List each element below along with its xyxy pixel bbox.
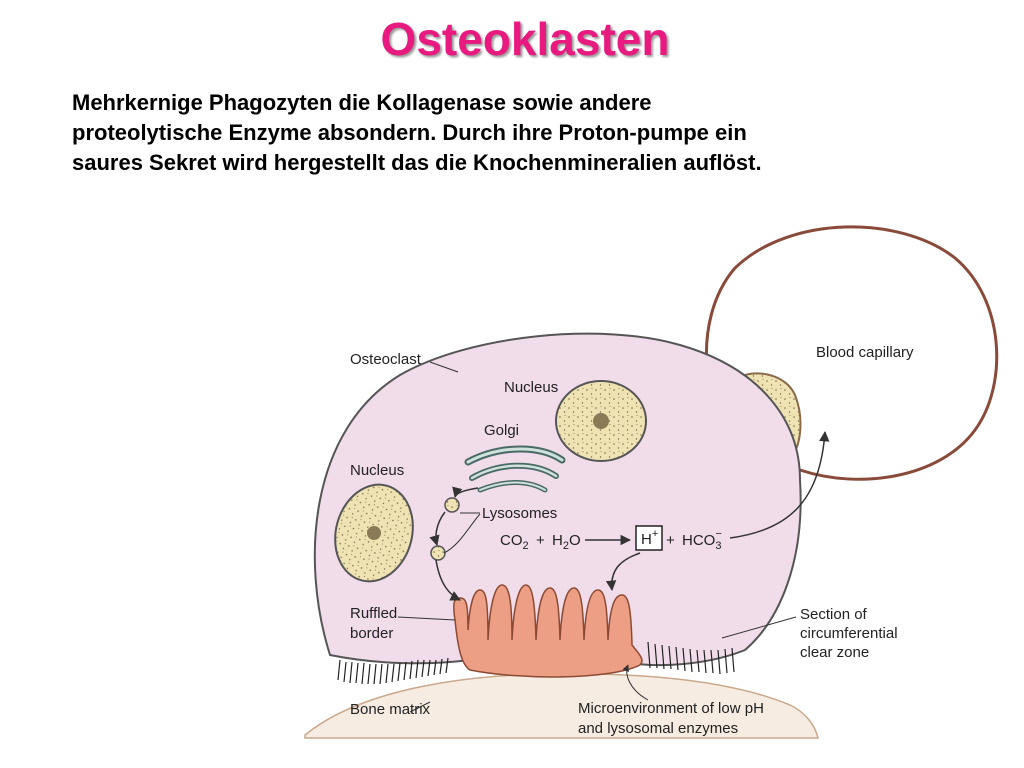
label-bone-matrix: Bone matrix: [350, 701, 431, 718]
eq-plus-1: +: [536, 532, 545, 549]
label-clear-zone-2: circumferential: [800, 625, 898, 642]
lysosome-1: [444, 497, 460, 513]
label-ruffled-border-1: Ruffled: [350, 605, 397, 622]
bone-matrix: [304, 672, 819, 739]
reaction-equation: CO2 + H2O H+ + HCO3−: [500, 528, 722, 552]
slide-description: Mehrkernige Phagozyten die Kollagenase s…: [72, 88, 972, 178]
label-microenvironment-2: and lysosomal enzymes: [578, 720, 738, 737]
golgi-inner: [466, 447, 564, 491]
eq-plus-2: +: [666, 532, 675, 549]
arrows: [429, 430, 830, 601]
label-nucleus-left: Nucleus: [350, 462, 404, 479]
label-clear-zone-3: clear zone: [800, 644, 869, 661]
slide-title: Osteoklasten: [380, 13, 670, 65]
eq-h2o: H2O: [552, 532, 581, 552]
clear-zone-fringe-left: [337, 657, 449, 685]
eq-hco3: HCO3−: [682, 528, 722, 552]
lysosome-2: [430, 545, 446, 561]
eq-proton: H+: [641, 528, 658, 548]
clear-zone-fringe-right: [647, 641, 735, 675]
label-microenvironment-1: Microenvironment of low pH: [578, 700, 764, 717]
nucleolus-top: [593, 413, 609, 429]
ruffled-border: [453, 584, 643, 678]
nucleolus-left: [367, 526, 381, 540]
description-line-2: proteolytische Enzyme absondern. Durch i…: [72, 120, 747, 145]
description-line-3: saures Sekret wird hergestellt das die K…: [72, 150, 762, 175]
label-osteoclast: Osteoclast: [350, 351, 422, 368]
description-line-1: Mehrkernige Phagozyten die Kollagenase s…: [72, 90, 652, 115]
label-clear-zone-1: Section of: [800, 606, 868, 623]
label-lysosomes: Lysosomes: [482, 505, 557, 522]
leader-lines: [397, 361, 797, 713]
label-ruffled-border-2: border: [350, 625, 393, 642]
label-blood-capillary: Blood capillary: [816, 344, 914, 361]
eq-co2: CO2: [500, 532, 529, 552]
proton-box: [635, 525, 663, 551]
label-golgi: Golgi: [484, 422, 519, 439]
label-nucleus-top: Nucleus: [504, 379, 558, 396]
